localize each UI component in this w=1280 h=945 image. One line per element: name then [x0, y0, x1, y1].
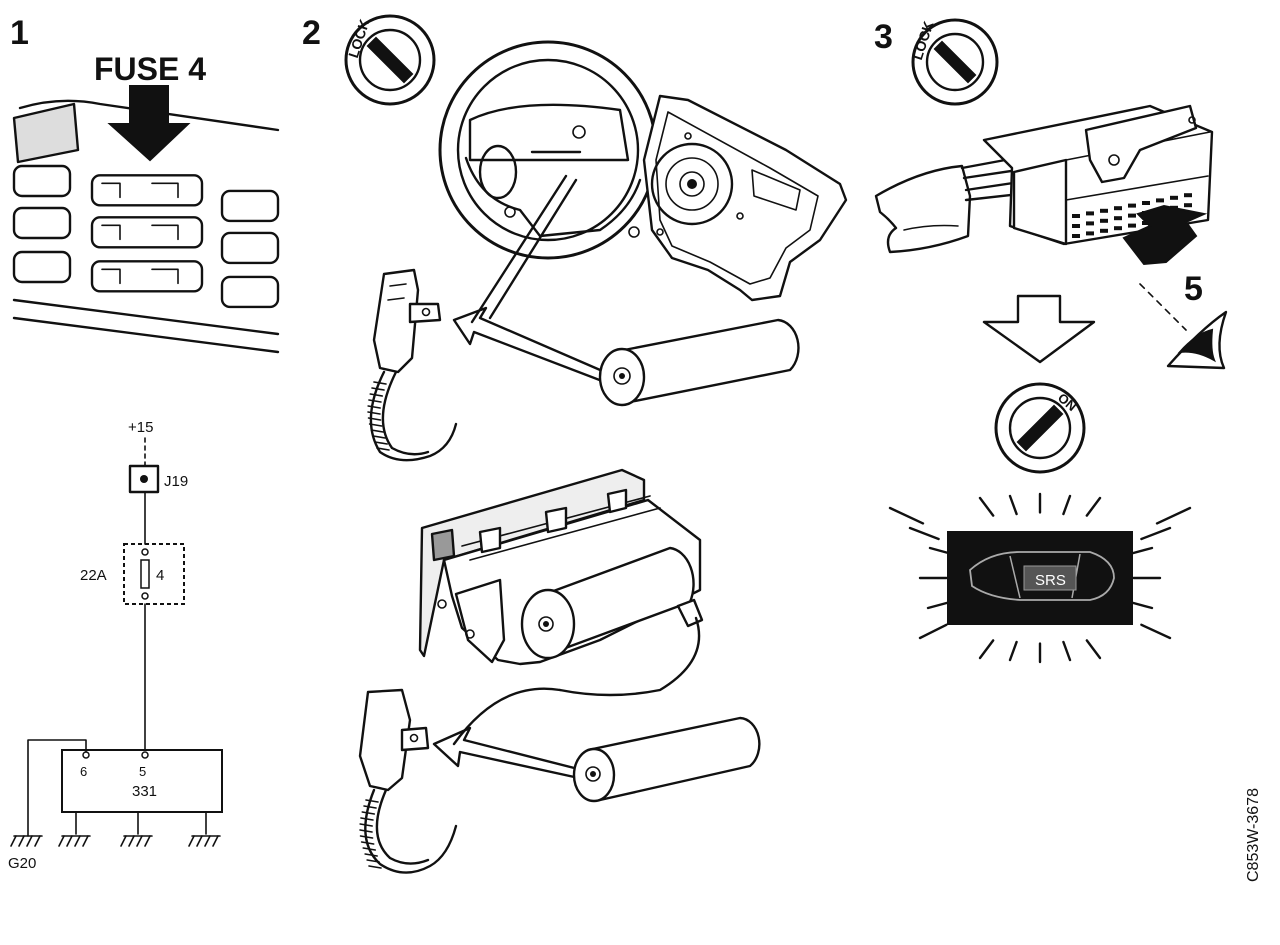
fuse-pointer-arrow	[107, 85, 191, 162]
diagnostic-connector-illustration	[874, 104, 1214, 266]
circuit-schematic: +15 J19 22A 4 6 5 331 G20	[8, 419, 223, 872]
pin-6-label: 6	[80, 764, 87, 779]
lamp-ray	[1008, 640, 1018, 662]
fuse-slot	[220, 231, 280, 265]
fuse-element	[140, 559, 150, 589]
ground-icon	[10, 835, 43, 847]
fuse-4	[90, 216, 204, 249]
j19-connector-pin	[140, 475, 148, 483]
lamp-ray	[1140, 526, 1172, 541]
fuse-symbol-box	[123, 543, 185, 605]
fuse-box-illustration: FUSE 4	[12, 51, 280, 354]
lamp-ray	[918, 623, 948, 640]
connector-label: J19	[164, 473, 188, 490]
step-2-number: 2	[302, 14, 321, 52]
lamp-ray	[1140, 623, 1172, 640]
fuse-slot	[220, 275, 280, 309]
eye-icon	[1166, 310, 1228, 370]
reference-code: C853W-3678	[1245, 788, 1262, 882]
srs-warning-lamp: SRS	[888, 492, 1192, 664]
lamp-ray	[978, 639, 995, 660]
lamp-ray	[888, 506, 925, 525]
passenger-airbag-module	[418, 468, 704, 697]
lamp-ray	[1085, 496, 1102, 517]
lamp-ray	[978, 496, 995, 517]
pin-5-label: 5	[139, 764, 146, 779]
ground-icon	[120, 811, 153, 847]
plug-in-arrow	[1122, 204, 1208, 266]
car-outline-icon	[969, 551, 1115, 601]
ignition-lock-icon-step3	[911, 18, 999, 106]
lamp-ray	[1085, 639, 1102, 660]
step-3-number: 3	[874, 18, 893, 56]
fuse-slot	[12, 250, 72, 284]
supply-label: +15	[128, 419, 153, 436]
step-1-number: 1	[10, 14, 29, 52]
srs-lamp-text: SRS	[1035, 572, 1066, 589]
ground-label: G20	[8, 855, 36, 872]
lower-airbag-connector	[358, 688, 458, 874]
lower-pointer-arrow	[432, 726, 592, 782]
down-arrow	[982, 294, 1096, 364]
upper-pointer-arrow	[452, 306, 616, 386]
ignition-lock-icon	[344, 14, 436, 106]
fuse-rating-label: 22A	[80, 567, 107, 584]
upper-inflator-cylinder	[598, 318, 800, 407]
fuse-number-label: 4	[156, 567, 164, 584]
upper-airbag-connector	[367, 268, 458, 462]
ground-icon	[58, 811, 91, 847]
driver-airbag-module	[642, 94, 848, 302]
fuse-5	[90, 260, 204, 293]
lamp-ray	[908, 526, 940, 541]
fuse-slot	[12, 164, 72, 198]
unit-number-label: 331	[132, 783, 157, 800]
lamp-ray	[1155, 506, 1192, 525]
fuse-3	[90, 174, 204, 207]
control-unit-box	[61, 749, 223, 813]
step-5-number: 5	[1184, 270, 1203, 308]
lamp-ray	[1062, 494, 1072, 516]
ground-icon	[188, 811, 221, 847]
ignition-on-icon	[994, 382, 1086, 474]
lamp-ray	[1008, 494, 1018, 516]
lamp-ray	[1062, 640, 1072, 662]
fuse-slot	[220, 189, 280, 223]
lower-inflator-cylinder	[572, 716, 761, 803]
fuse-slot	[12, 206, 72, 240]
fuse-callout-label: FUSE 4	[94, 51, 206, 87]
